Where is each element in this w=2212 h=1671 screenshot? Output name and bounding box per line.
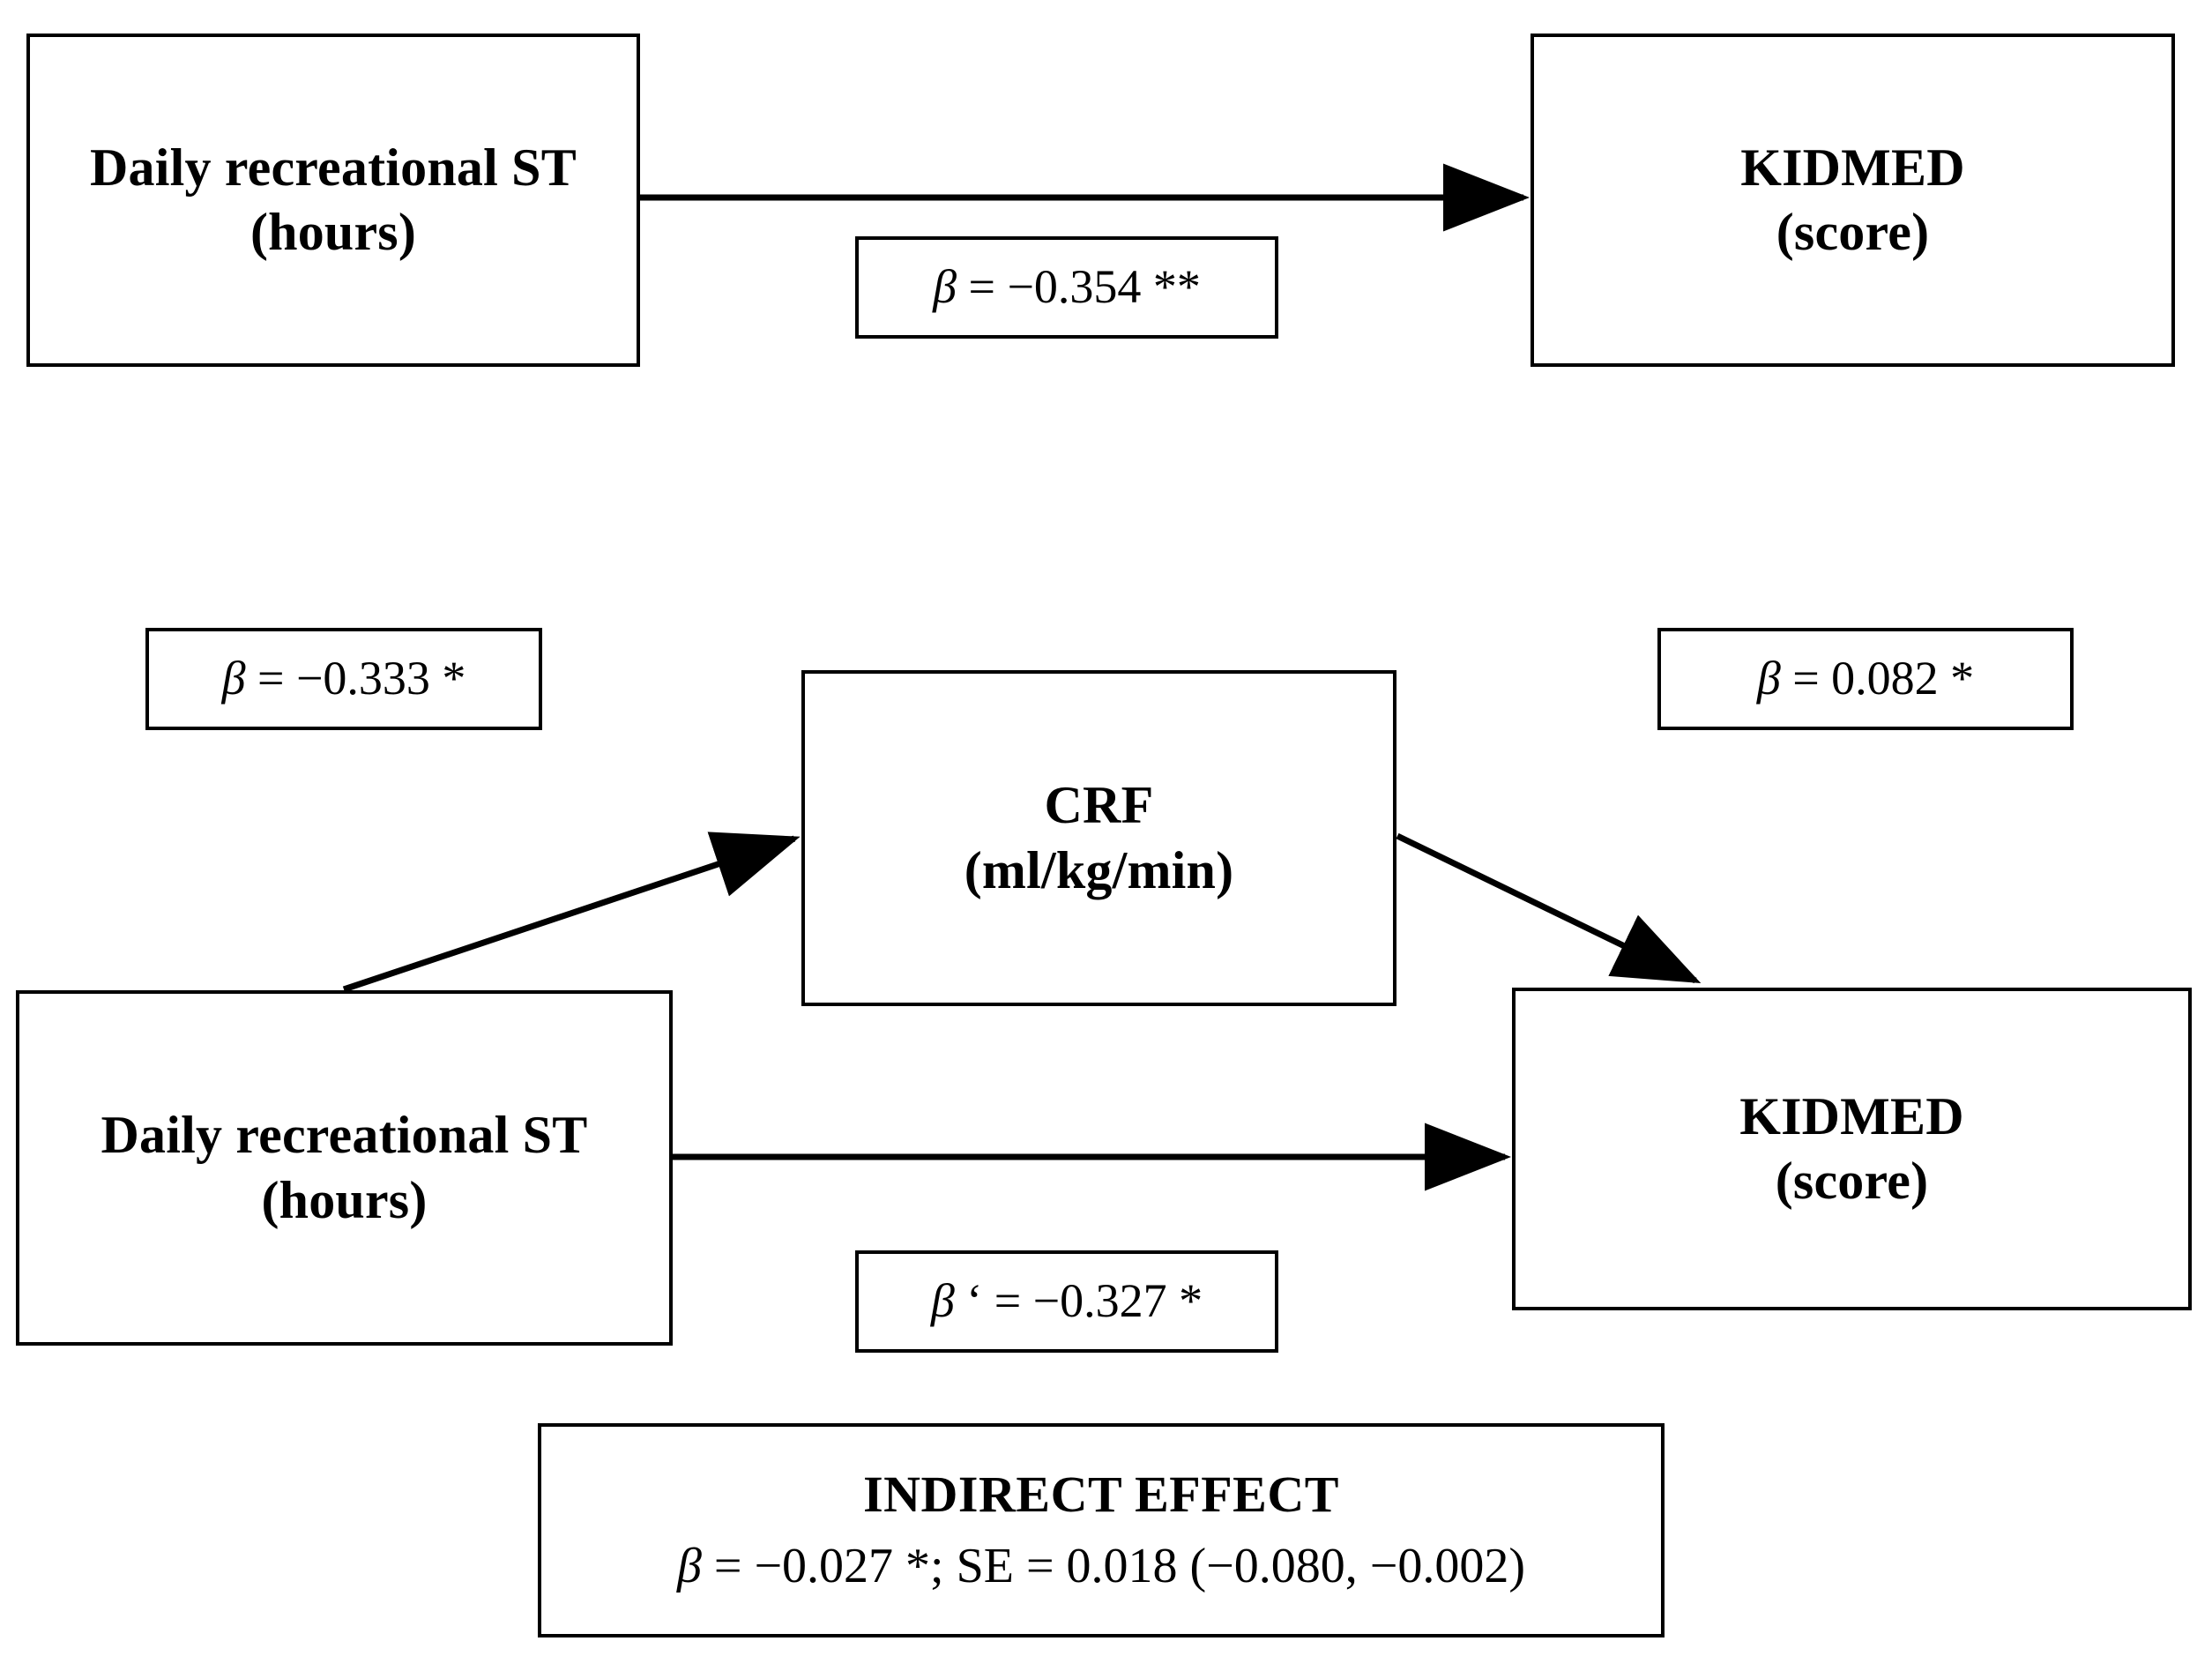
node-kidmed-top: KIDMED (score) bbox=[1531, 34, 2175, 367]
coefficient-label-direct-effect: β ‘ = −0.327 * bbox=[855, 1250, 1278, 1353]
node-label-line2: (hours) bbox=[261, 1170, 428, 1229]
indirect-effect-title: INDIRECT EFFECT bbox=[863, 1465, 1339, 1523]
node-kidmed-bottom: KIDMED (score) bbox=[1512, 988, 2192, 1310]
beta-symbol: β bbox=[676, 1539, 702, 1594]
indirect-effect-values: = −0.027 *; SE = 0.018 (−0.080, −0.002) bbox=[701, 1539, 1525, 1594]
coefficient-label-path-b: β = 0.082 * bbox=[1657, 628, 2074, 730]
arrow-path-b bbox=[1396, 832, 1702, 984]
beta-symbol: β bbox=[1756, 652, 1781, 705]
node-daily-recreational-st-top: Daily recreational ST (hours) bbox=[26, 34, 640, 367]
node-label-line1: KIDMED bbox=[1739, 1086, 1964, 1145]
node-daily-recreational-st-bottom: Daily recreational ST (hours) bbox=[16, 990, 673, 1346]
node-label-line2: (score) bbox=[1776, 203, 1930, 261]
node-label-line2: (ml/kg/min) bbox=[964, 840, 1234, 899]
indirect-effect-box: INDIRECT EFFECT β = −0.027 *; SE = 0.018… bbox=[538, 1423, 1665, 1637]
node-label-line1: Daily recreational ST bbox=[90, 138, 577, 197]
node-label-line1: Daily recreational ST bbox=[101, 1106, 588, 1165]
coefficient-value: = −0.333 * bbox=[245, 652, 466, 705]
beta-symbol: β bbox=[221, 652, 246, 705]
beta-symbol: β bbox=[930, 1274, 955, 1328]
coefficient-value: = −0.354 ** bbox=[956, 260, 1201, 314]
node-label-line1: CRF bbox=[1044, 776, 1154, 835]
node-label-line2: (hours) bbox=[250, 203, 417, 261]
indirect-effect-stats: β = −0.027 *; SE = 0.018 (−0.080, −0.002… bbox=[677, 1535, 1525, 1597]
coefficient-label-path-a: β = −0.333 * bbox=[145, 628, 542, 730]
node-crf: CRF (ml/kg/min) bbox=[801, 670, 1396, 1006]
arrow-path-a bbox=[342, 832, 801, 993]
beta-symbol: β bbox=[933, 260, 957, 314]
node-label-line1: KIDMED bbox=[1740, 138, 1965, 197]
coefficient-label-total-effect: β = −0.354 ** bbox=[855, 236, 1278, 339]
coefficient-value: = 0.082 * bbox=[1780, 652, 1975, 705]
coefficient-value: ‘ = −0.327 * bbox=[954, 1274, 1203, 1328]
node-label-line2: (score) bbox=[1775, 1152, 1929, 1210]
